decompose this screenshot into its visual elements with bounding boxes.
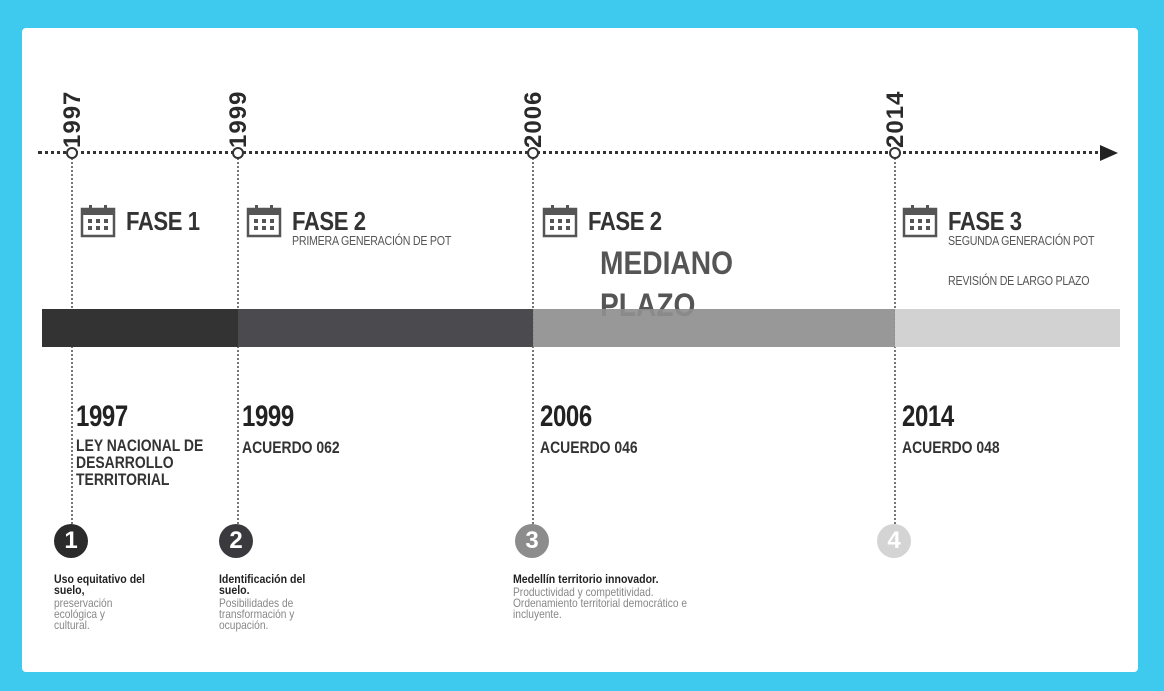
milestone-2-text: ACUERDO 062	[242, 438, 340, 457]
axis-year-1999: 1999	[225, 90, 252, 148]
milestone-4-text: ACUERDO 048	[902, 438, 1000, 457]
phase-4-subtitle: SEGUNDA GENERACIÓN POT	[948, 233, 1095, 248]
phase-bar-2	[238, 309, 533, 347]
phase-bar-1	[42, 309, 238, 347]
calendar-icon	[80, 205, 116, 238]
step-2-badge: 2	[219, 524, 253, 558]
calendar-icon	[542, 205, 578, 238]
step-1-text: preservación ecológica y cultural.	[54, 596, 113, 632]
step-3-title: Medellín territorio innovador.	[513, 572, 659, 586]
step-1-badge: 1	[54, 524, 88, 558]
timeline-guide-1997	[71, 154, 73, 544]
step-3-text: Productividad y competitividad. Ordenami…	[513, 585, 688, 621]
step-3-badge: 3	[515, 524, 549, 558]
timeline-guide-2014	[894, 154, 896, 544]
timeline-frame: 1997 1999 2006 2014 FASE 1 FASE 2 PRIMER…	[22, 28, 1138, 672]
timeline-node-1997	[66, 147, 78, 159]
timeline-guide-1999	[237, 154, 239, 544]
axis-year-2014: 2014	[882, 90, 909, 148]
milestone-1-year: 1997	[76, 400, 128, 433]
phase-4-subtitle-2: REVISIÓN DE LARGO PLAZO	[948, 273, 1090, 288]
timeline-node-2006	[527, 147, 539, 159]
step-2-text: Posibilidades de transformación y ocupac…	[219, 596, 295, 632]
phase-3-title: FASE 2	[588, 206, 662, 236]
phase-4-title: FASE 3	[948, 206, 1022, 236]
phase-1-title: FASE 1	[126, 206, 200, 236]
phase-2-subtitle: PRIMERA GENERACIÓN DE POT	[292, 233, 452, 248]
axis-year-1997: 1997	[59, 90, 86, 148]
calendar-icon	[246, 205, 282, 238]
arrow-right-icon	[1100, 145, 1118, 161]
timeline-axis	[38, 151, 1106, 154]
milestone-4-year: 2014	[902, 400, 954, 433]
axis-year-2006: 2006	[520, 90, 547, 148]
step-4-badge: 4	[877, 524, 911, 558]
step-2-title: Identificación del suelo.	[219, 572, 306, 597]
timeline-node-1999	[232, 147, 244, 159]
timeline-node-2014	[889, 147, 901, 159]
milestone-3-text: ACUERDO 046	[540, 438, 638, 457]
milestone-1-text: LEY NACIONAL DE DESARROLLO TERRITORIAL	[76, 436, 204, 489]
calendar-icon	[902, 205, 938, 238]
step-1-title: Uso equitativo del suelo,	[54, 572, 145, 597]
phase-bar-3	[533, 309, 895, 347]
timeline-guide-2006	[532, 154, 534, 544]
phase-bar-4	[895, 309, 1120, 347]
milestone-2-year: 1999	[242, 400, 294, 433]
milestone-3-year: 2006	[540, 400, 592, 433]
phase-2-title: FASE 2	[292, 206, 366, 236]
